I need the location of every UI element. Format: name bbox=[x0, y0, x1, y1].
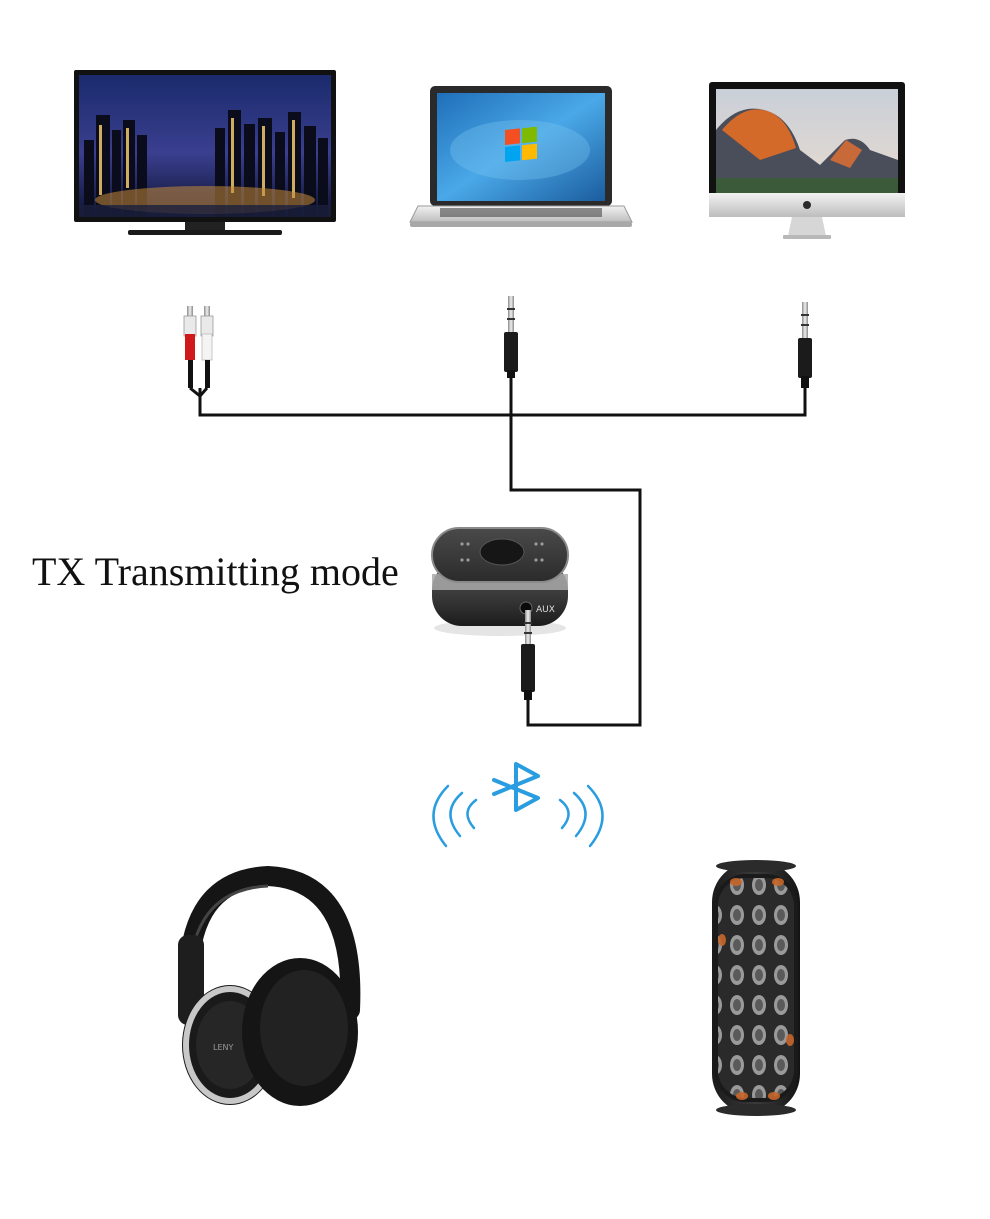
bluetooth-icon bbox=[492, 762, 540, 812]
aux-plug-icon bbox=[504, 296, 518, 378]
tv-icon bbox=[74, 70, 336, 235]
bluetooth-speaker-icon bbox=[712, 860, 800, 1116]
headphones-icon: LENY bbox=[178, 865, 361, 1106]
transmitter-device: AUX bbox=[431, 527, 569, 636]
transmitter-port-label: AUX bbox=[536, 605, 555, 615]
aux-plug-icon bbox=[798, 302, 812, 388]
wireless-waves-right bbox=[558, 784, 604, 848]
mode-label: TX Transmitting mode bbox=[32, 549, 399, 594]
headphone-brand-label: LENY bbox=[213, 1043, 233, 1052]
wireless-waves-left bbox=[432, 784, 478, 848]
cable-network bbox=[198, 376, 807, 727]
rca-plug-icon bbox=[183, 306, 214, 399]
aux-plug-icon bbox=[521, 610, 535, 700]
desktop-monitor-icon bbox=[709, 82, 905, 239]
laptop-icon bbox=[409, 86, 633, 227]
